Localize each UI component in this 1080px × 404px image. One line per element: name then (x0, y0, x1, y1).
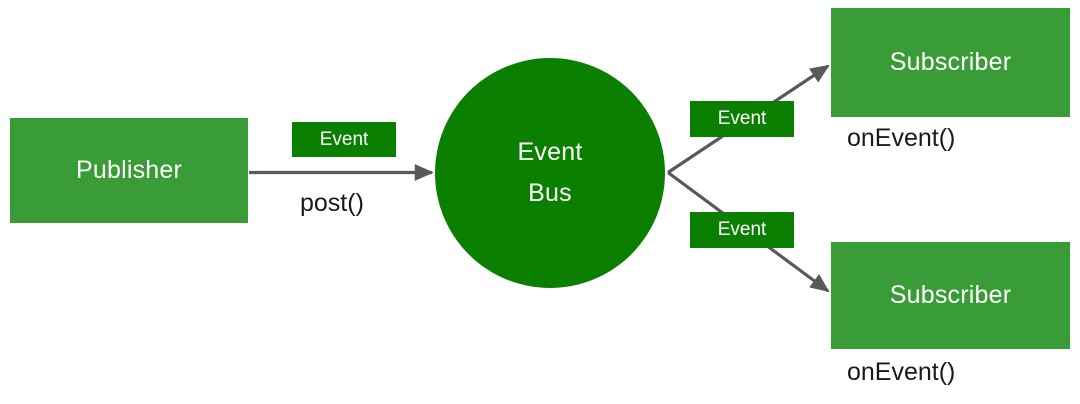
node-event-bus[interactable]: Event Bus (435, 58, 665, 288)
chip-event-top[interactable]: Event (690, 101, 794, 137)
node-subscriber-top[interactable]: Subscriber (831, 8, 1070, 117)
chip-event-bottom[interactable]: Event (690, 212, 794, 248)
chip-event-top-label: Event (717, 108, 767, 129)
node-subscriber-bottom[interactable]: Subscriber (831, 242, 1070, 349)
node-publisher[interactable]: Publisher (10, 118, 248, 223)
caption-post: post() (300, 189, 364, 217)
node-publisher-label: Publisher (75, 156, 183, 185)
node-subscriber-top-label: Subscriber (889, 48, 1012, 77)
node-subscriber-bottom-label: Subscriber (889, 281, 1012, 310)
chip-event-post[interactable]: Event (292, 122, 396, 157)
caption-onevent-top: onEvent() (847, 124, 956, 152)
node-event-bus-label-line2: Bus (528, 179, 572, 207)
chip-event-bottom-label: Event (717, 219, 767, 240)
chip-event-post-label: Event (319, 128, 369, 150)
node-event-bus-label-line1: Event (517, 138, 583, 167)
caption-onevent-bottom: onEvent() (847, 358, 956, 386)
